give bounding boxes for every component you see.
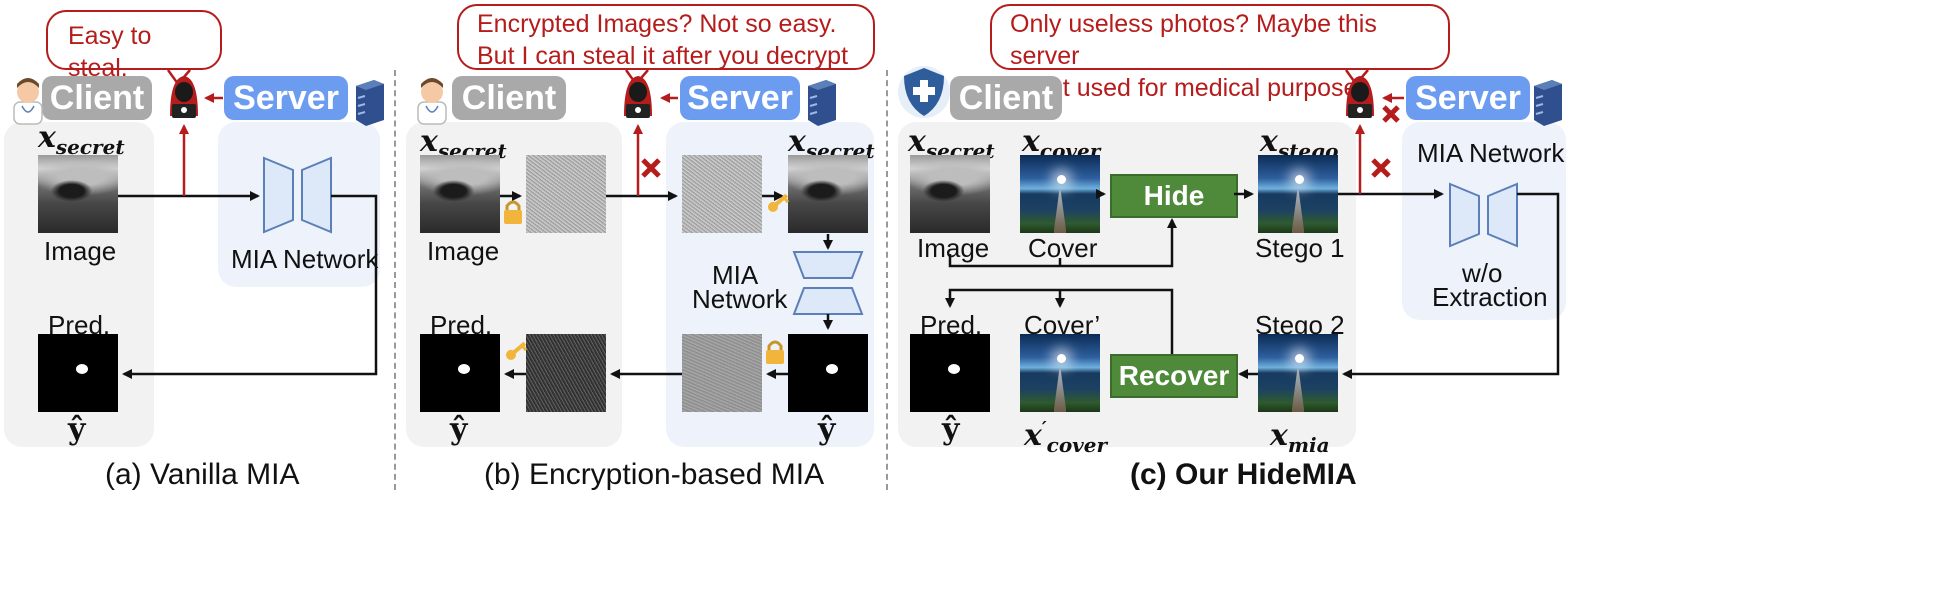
panel-b-network-line2: Network xyxy=(692,284,788,314)
panel-c-yhat: ŷ xyxy=(942,412,960,447)
panel-b-encrypted-prediction xyxy=(526,334,606,412)
panel-b-caption: (b) Encryption-based MIA xyxy=(484,458,825,491)
panel-a-server-area xyxy=(218,122,380,287)
doctor-icon xyxy=(13,78,43,125)
doctor-icon xyxy=(417,78,447,125)
lock-icon xyxy=(504,200,522,224)
x-cover-prime-sub: cover xyxy=(1046,433,1108,457)
divider-a-b xyxy=(394,70,396,490)
x-cover-base: x xyxy=(1022,124,1040,159)
panel-c-stego1-photo xyxy=(1258,155,1338,233)
medical-shield-icon xyxy=(898,66,950,118)
x-mia-base: x xyxy=(1270,418,1288,453)
panel-b-client-label: Client xyxy=(452,76,566,120)
panel-c-hide-module: Hide xyxy=(1110,174,1238,218)
panel-c-x-mia: xmia xyxy=(1270,418,1330,457)
panel-a-client-label: Client xyxy=(42,76,152,120)
panel-c-arrow-server-to-stego2 xyxy=(1342,192,1560,379)
key-icon xyxy=(505,341,528,360)
panel-c-bubble-line1: Only useless photos? Maybe this server xyxy=(1010,10,1377,70)
panel-c-speech-bubble: Only useless photos? Maybe this server i… xyxy=(990,4,1450,102)
panel-c-client-label: Client xyxy=(950,76,1062,120)
panel-c-cover-photo xyxy=(1020,155,1100,233)
panel-c-recover-module: Recover xyxy=(1110,354,1238,398)
panel-b-yhat-server: ŷ xyxy=(818,412,836,447)
panel-b-ultrasound-image xyxy=(420,155,500,233)
panel-c-stego1-label: Stego 1 xyxy=(1255,233,1345,263)
x-mia-sub: mia xyxy=(1287,433,1330,457)
panel-b-server-prediction-mask xyxy=(788,334,868,412)
panel-a-network-icon xyxy=(263,156,332,234)
panel-a-network-label: MIA Network xyxy=(231,244,379,274)
panel-a-yhat: ŷ xyxy=(68,412,86,447)
x-secret-base: x xyxy=(788,124,806,159)
panel-c-prediction-mask xyxy=(910,334,990,412)
cross-icon xyxy=(1382,105,1400,123)
panel-a-image-label: Image xyxy=(44,236,117,266)
server-rack-icon xyxy=(808,80,836,126)
panel-b-server-label: Server xyxy=(680,76,800,120)
server-rack-icon xyxy=(1534,80,1562,126)
x-secret-base: x xyxy=(908,124,926,159)
panel-a-server-label: Server xyxy=(224,76,348,120)
panel-b-network-line1: MIA xyxy=(712,260,759,290)
panel-a-arrow-network-to-pred xyxy=(122,194,378,379)
panel-c-server-area xyxy=(1402,122,1566,320)
x-stego-base: x xyxy=(1260,124,1278,159)
x-secret-base: x xyxy=(420,124,438,159)
panel-b-network-icon xyxy=(792,251,864,315)
panel-c-network-label: MIA Network xyxy=(1417,138,1565,168)
panel-c-server-label: Server xyxy=(1406,76,1530,120)
cross-icon xyxy=(1371,158,1391,178)
hacker-icon xyxy=(1346,76,1374,118)
panel-a-ultrasound-image xyxy=(38,155,118,233)
divider-b-c xyxy=(886,70,888,490)
panel-b-speech-bubble: Encrypted Images? Not so easy. But I can… xyxy=(457,4,875,102)
cross-icon xyxy=(641,158,661,178)
panel-a-caption: (a) Vanilla MIA xyxy=(105,458,300,491)
panel-c-recovered-cover-photo xyxy=(1020,334,1100,412)
panel-c-cover-label: Cover xyxy=(1028,233,1098,263)
panel-a-speech-bubble: Easy to steal. xyxy=(46,10,222,82)
panel-c-caption: (c) Our HideMIA xyxy=(1130,458,1357,491)
panel-c-ultrasound-image xyxy=(910,155,990,233)
panel-b-bubble-line1: Encrypted Images? Not so easy. xyxy=(477,10,837,38)
panel-c-wo-line1: w/o xyxy=(1462,258,1503,288)
x-cover-prime-sup: ′ xyxy=(1041,418,1047,439)
panel-b-server-encrypted-image xyxy=(682,155,762,233)
server-rack-icon xyxy=(356,80,384,126)
panel-c-image-label: Image xyxy=(917,233,990,263)
panel-c-x-cover-prime: x′cover xyxy=(1024,418,1107,457)
panel-c-wo-line2: Extraction xyxy=(1432,282,1548,312)
x-cover-prime-base: x xyxy=(1024,418,1042,453)
lock-icon xyxy=(766,340,784,364)
panel-b-server-encrypted-prediction xyxy=(682,334,762,412)
panel-b-encrypted-image xyxy=(526,155,606,233)
hacker-icon xyxy=(624,76,652,118)
panel-c-stego2-photo xyxy=(1258,334,1338,412)
panel-c-network-icon xyxy=(1449,182,1518,248)
panel-b-decrypted-image xyxy=(788,155,868,233)
panel-b-prediction-mask xyxy=(420,334,500,412)
panel-a-prediction-mask xyxy=(38,334,118,412)
panel-b-image-label: Image xyxy=(427,236,500,266)
hacker-icon xyxy=(170,76,198,118)
key-icon xyxy=(767,193,790,212)
panel-c-bubble-line2: is not used for medical purpose. xyxy=(1010,74,1365,102)
x-secret-base: x xyxy=(38,120,56,155)
panel-b-yhat: ŷ xyxy=(450,412,468,447)
